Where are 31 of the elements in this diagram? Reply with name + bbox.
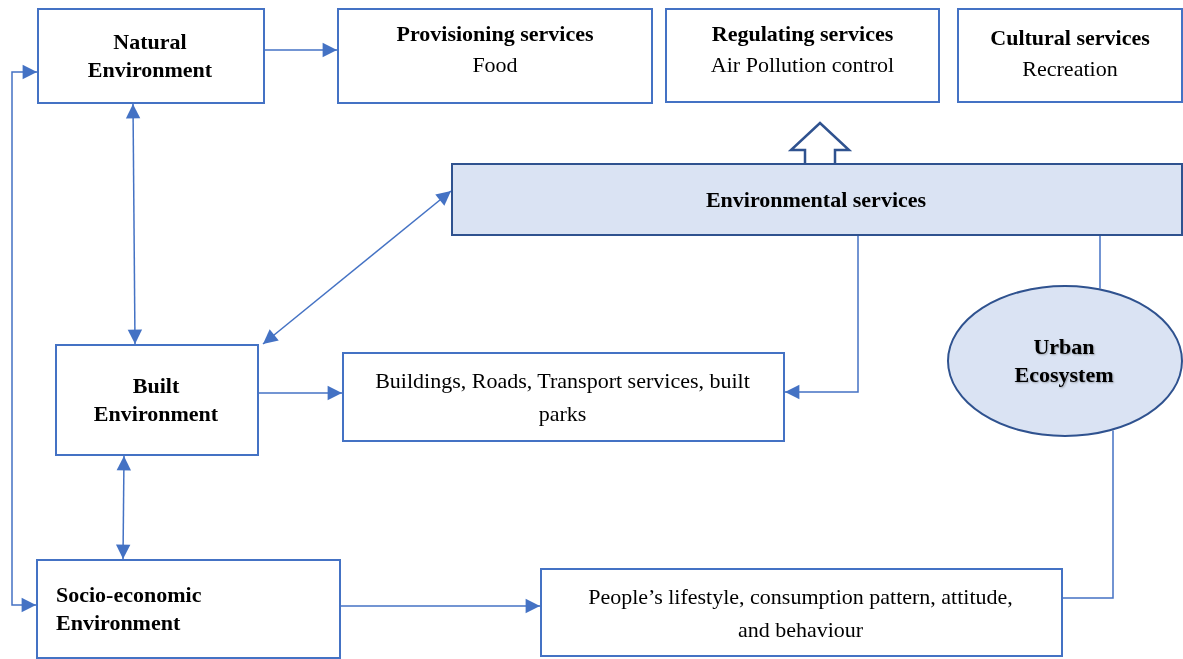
arrow — [262, 190, 452, 345]
box-heading: Provisioning services — [396, 20, 594, 48]
process-box — [55, 344, 259, 456]
box-heading: Cultural services — [990, 24, 1150, 52]
box-text: People’s lifestyle, consumption pattern, attitude, and behaviour — [587, 582, 1014, 644]
process-box — [337, 8, 653, 104]
process-box — [36, 559, 341, 659]
arrow — [264, 42, 338, 58]
process-box — [451, 163, 1183, 236]
box-heading: Urban Ecosystem — [1013, 333, 1115, 389]
arrow — [125, 103, 143, 345]
box-text: Air Pollution control — [710, 51, 895, 79]
arrow — [116, 455, 131, 560]
box-text: Food — [472, 51, 518, 79]
arrow — [340, 598, 541, 614]
block-arrow — [787, 121, 853, 165]
box-heading: Natural Environment — [86, 28, 214, 84]
process-box — [665, 8, 940, 103]
process-box — [37, 8, 265, 104]
arrow — [784, 235, 859, 400]
process-box — [957, 8, 1183, 103]
arrow — [258, 385, 343, 401]
box-heading: Built Environment — [92, 372, 220, 428]
box-text: Buildings, Roads, Transport services, built parks — [374, 367, 751, 428]
arrow — [11, 64, 38, 613]
box-heading: Environmental services — [705, 185, 927, 214]
box-text: Recreation — [1022, 55, 1118, 83]
process-box — [540, 568, 1063, 657]
box-heading: Regulating services — [711, 20, 894, 48]
box-heading: Socio-economic Environment — [56, 581, 203, 637]
process-box — [342, 352, 785, 442]
